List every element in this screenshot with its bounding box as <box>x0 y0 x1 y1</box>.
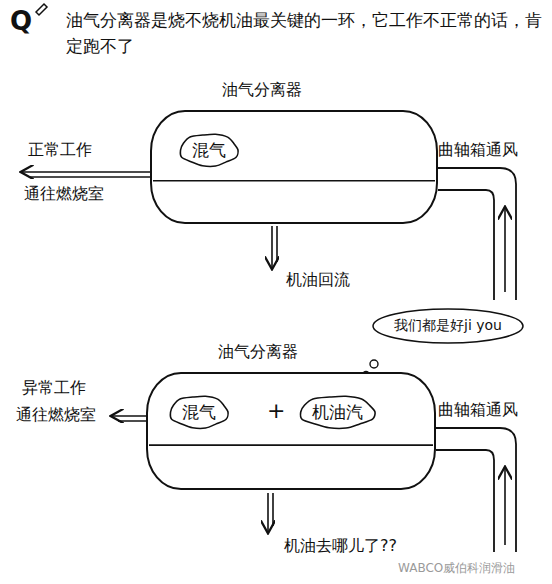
annotation: 机油回流 <box>286 270 350 291</box>
flow-arrow <box>504 468 506 545</box>
cloud-outline <box>170 396 228 428</box>
oil-level-line <box>153 180 435 182</box>
thought-bubble: 我们都是好ji you <box>372 308 524 344</box>
pen-icon <box>36 4 47 15</box>
gas-cloud: 机油汽 <box>298 394 377 430</box>
housing-outline <box>147 373 435 489</box>
flow-arrow <box>22 172 162 177</box>
gas-name: 混气 <box>182 401 216 424</box>
housing-outline <box>151 111 437 223</box>
part-name: 油气分离器 <box>222 80 302 101</box>
watermark: WABCO威伯科润滑油 <box>398 560 515 577</box>
annotation: 曲轴箱通风 <box>438 400 518 421</box>
crankcase-pipe <box>436 428 516 552</box>
annotation: 通往燃烧室 <box>24 184 104 205</box>
bubble-text: 我们都是好ji you <box>394 317 502 335</box>
cloud-outline <box>180 134 238 166</box>
flow-arrow <box>268 493 273 532</box>
gas-name: 机油汽 <box>312 401 363 424</box>
question-mark: Q <box>10 6 32 36</box>
annotation: 正常工作 <box>28 140 92 161</box>
annotation: 机油去哪儿了?? <box>284 536 397 557</box>
part-name: 油气分离器 <box>218 342 298 363</box>
flow-arrow <box>504 208 506 292</box>
annotation: 曲轴箱通风 <box>438 140 518 161</box>
flow-arrow <box>272 226 277 268</box>
housing-outline <box>146 372 436 490</box>
bubble-outline <box>373 309 523 343</box>
cloud-outline <box>301 396 376 428</box>
annotation: 通往燃烧室 <box>16 405 96 426</box>
separator-housing: 混气机油汽油气分离器 <box>146 372 436 490</box>
oil-level-line <box>149 444 433 446</box>
annotation: + <box>267 398 285 423</box>
annotation: 异常工作 <box>22 378 86 399</box>
title: 油气分离器是烧不烧机油最关键的一环，它工作不正常的话，肯定跑不了 <box>66 8 544 59</box>
gas-name: 混气 <box>192 139 226 162</box>
gas-cloud: 混气 <box>168 394 230 430</box>
housing-outline <box>150 110 438 224</box>
gas-cloud: 混气 <box>178 132 240 168</box>
crankcase-pipe <box>438 168 516 300</box>
separator-housing: 混气油气分离器 <box>150 110 438 224</box>
